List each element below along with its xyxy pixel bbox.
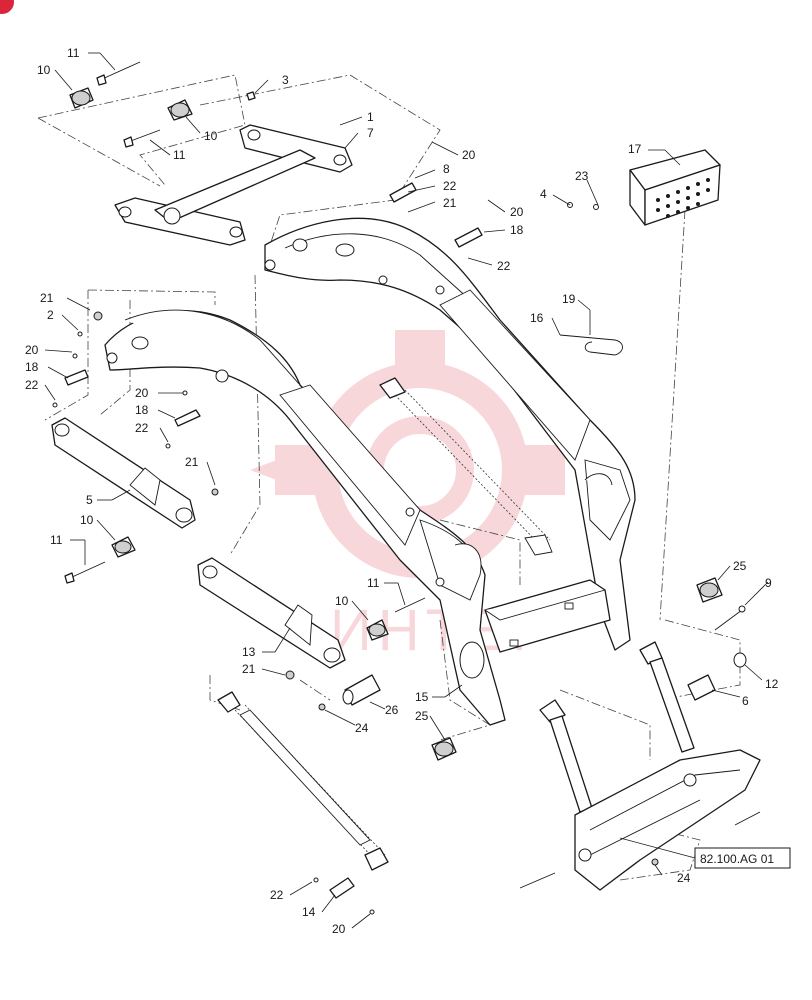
lift-link-upper (51, 417, 196, 529)
callout-19: 19 (562, 292, 576, 306)
lower-mount-frame (574, 749, 761, 891)
bushing-25-right (696, 577, 723, 603)
callout-12: 12 (765, 677, 779, 691)
callout-15: 15 (415, 690, 429, 704)
callout-22: 22 (135, 421, 149, 435)
tilt-cylinders-right (539, 641, 695, 813)
callout-26: 26 (385, 703, 399, 717)
callout-5: 5 (86, 493, 93, 507)
bolt-11-top-left (96, 61, 141, 86)
callout-21: 21 (185, 455, 199, 469)
cylinder-lower-left (217, 691, 389, 871)
pin-8 (389, 182, 417, 203)
callout-14: 14 (302, 905, 316, 919)
washer-12 (733, 652, 747, 668)
callout-10: 10 (80, 513, 94, 527)
reference-label-box[interactable]: 82.100.AG 01 (619, 837, 791, 869)
callout-11: 11 (367, 576, 380, 590)
callout-22: 22 (497, 259, 511, 273)
callout-24: 24 (677, 871, 691, 885)
bolt-11-top-mid (123, 129, 161, 148)
callout-16: 16 (530, 311, 544, 325)
callout-8: 8 (443, 162, 450, 176)
callout-11: 11 (173, 148, 186, 162)
step-plate (629, 149, 721, 226)
callout-20: 20 (462, 148, 476, 162)
bushing-25-lower (431, 737, 457, 761)
callout-25: 25 (415, 709, 429, 723)
bushing-10-top-left (69, 87, 94, 109)
callout-17: 17 (628, 142, 642, 156)
callout-20: 20 (510, 205, 524, 219)
callout-9: 9 (765, 576, 772, 590)
callout-7: 7 (367, 126, 374, 140)
callout-10: 10 (37, 63, 51, 77)
callout-leaders (44, 52, 769, 929)
callout-18: 18 (135, 403, 149, 417)
callout-2: 2 (47, 308, 54, 322)
callout-22: 22 (25, 378, 39, 392)
callout-4: 4 (540, 187, 547, 201)
callout-13: 13 (242, 645, 256, 659)
callout-21: 21 (40, 291, 54, 305)
callout-3: 3 (282, 73, 289, 87)
callout-24: 24 (355, 721, 369, 735)
callout-22: 22 (270, 888, 284, 902)
bushing-10-left (64, 536, 136, 584)
clip-19 (559, 334, 623, 356)
callout-20: 20 (25, 343, 39, 357)
callout-11: 11 (67, 46, 80, 60)
lift-cylinder-center (379, 377, 553, 556)
callout-20: 20 (135, 386, 149, 400)
callout-18: 18 (510, 223, 524, 237)
callout-18: 18 (25, 360, 39, 374)
pin-14 (313, 877, 375, 915)
callout-11: 11 (50, 533, 63, 547)
loader-arm-left (104, 309, 506, 726)
pin-18-upper-right (454, 227, 483, 248)
arm-cross-member (484, 579, 611, 653)
callout-10: 10 (204, 129, 218, 143)
callout-22: 22 (443, 179, 457, 193)
bolt-3 (246, 91, 256, 101)
small-fasteners-left (52, 311, 219, 496)
nut-21-lower (285, 670, 326, 711)
callout-10: 10 (335, 594, 349, 608)
callout-21: 21 (443, 196, 457, 210)
cross-tube-assembly (114, 124, 353, 246)
callout-23: 23 (575, 169, 589, 183)
step-bolts (567, 202, 599, 210)
bushing-10-mid (366, 597, 426, 641)
reference-label-text: 82.100.AG 01 (700, 852, 774, 866)
callout-21: 21 (242, 662, 256, 676)
callout-1: 1 (367, 110, 374, 124)
lift-link-lower (197, 557, 346, 669)
bushing-10-top-mid (167, 99, 193, 121)
callout-6: 6 (742, 694, 749, 708)
callout-20: 20 (332, 922, 346, 936)
bolt-9 (714, 605, 746, 631)
loader-arm-right (264, 217, 636, 651)
pin-26 (342, 674, 381, 706)
callout-25: 25 (733, 559, 747, 573)
callout-labels: 11 10 3 10 11 1 7 20 8 22 21 20 18 22 17… (25, 46, 779, 936)
pin-6 (687, 674, 716, 701)
